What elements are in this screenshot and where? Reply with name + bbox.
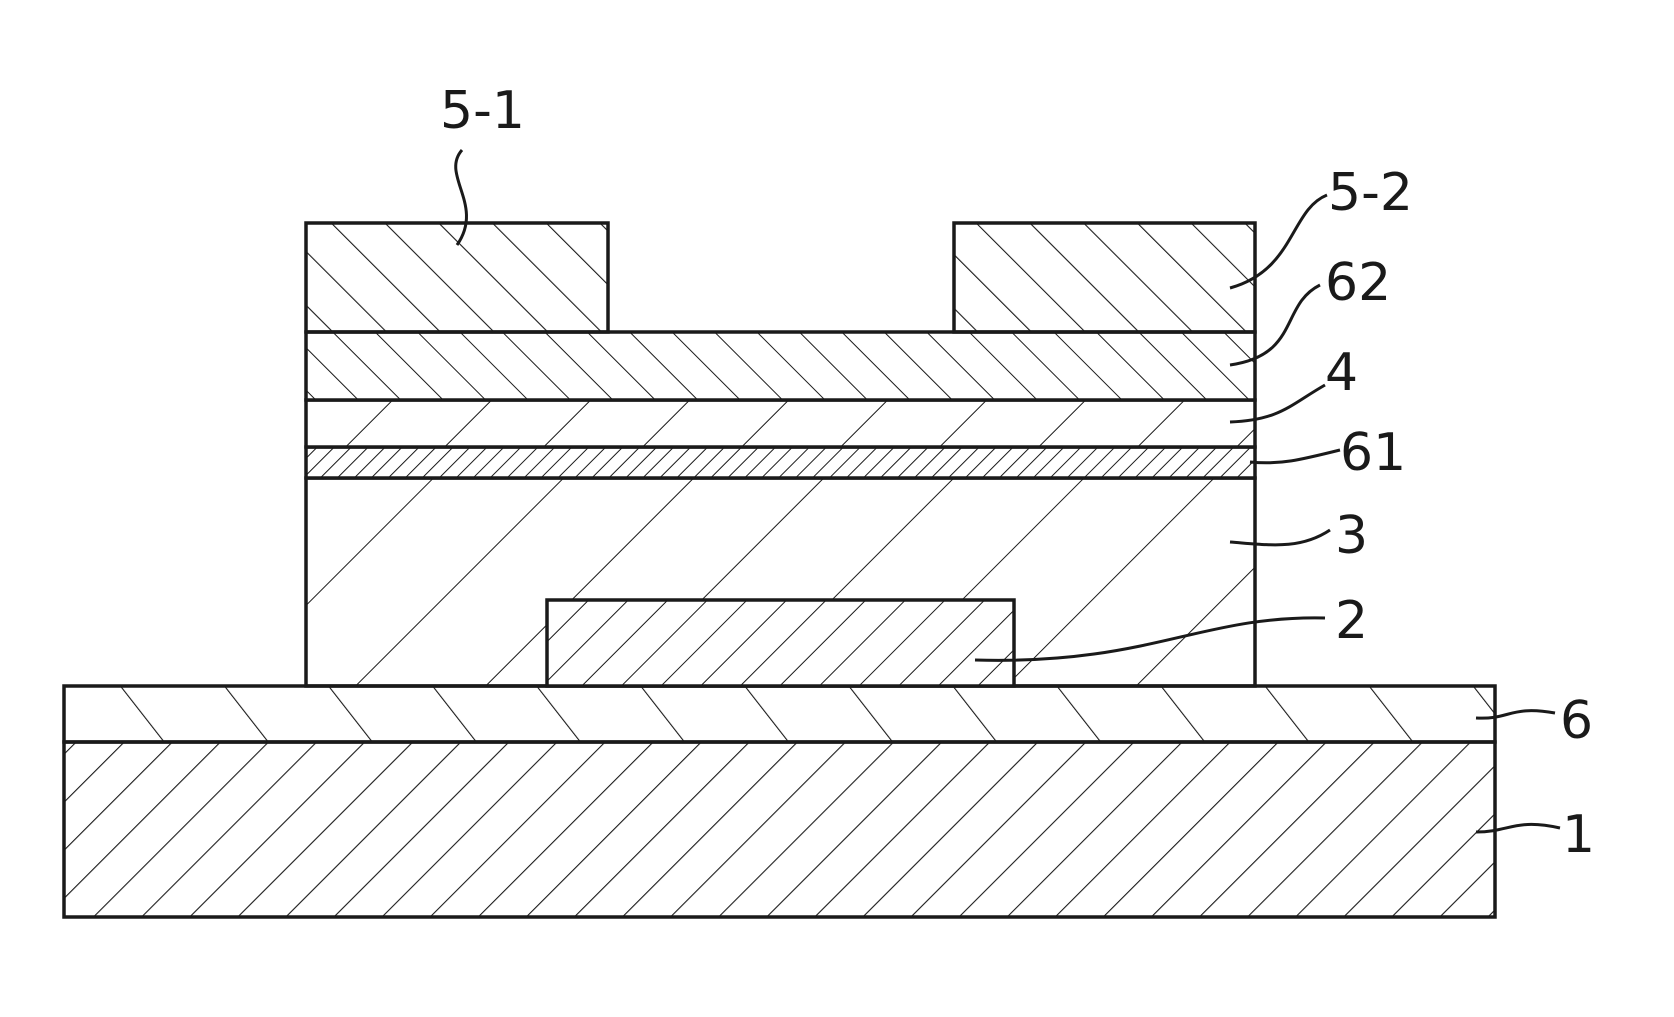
label-62: 62 <box>1325 253 1391 313</box>
label-61: 61 <box>1340 423 1406 483</box>
label-5-2: 5-2 <box>1328 163 1413 223</box>
layer-61 <box>306 447 1255 478</box>
electrode-5-1 <box>306 223 608 332</box>
layer-62 <box>306 332 1255 400</box>
label-2: 2 <box>1335 591 1368 651</box>
gate-layer-2 <box>547 600 1014 686</box>
semiconductor-layer-4 <box>306 400 1255 447</box>
electrode-5-2 <box>954 223 1255 332</box>
label-3: 3 <box>1335 506 1368 566</box>
leader-61 <box>1250 450 1340 463</box>
label-1: 1 <box>1562 805 1595 865</box>
layer-6 <box>64 686 1495 742</box>
label-6: 6 <box>1560 691 1593 751</box>
label-5-1: 5-1 <box>440 81 525 141</box>
label-4: 4 <box>1325 343 1358 403</box>
substrate-layer-1 <box>64 742 1495 917</box>
